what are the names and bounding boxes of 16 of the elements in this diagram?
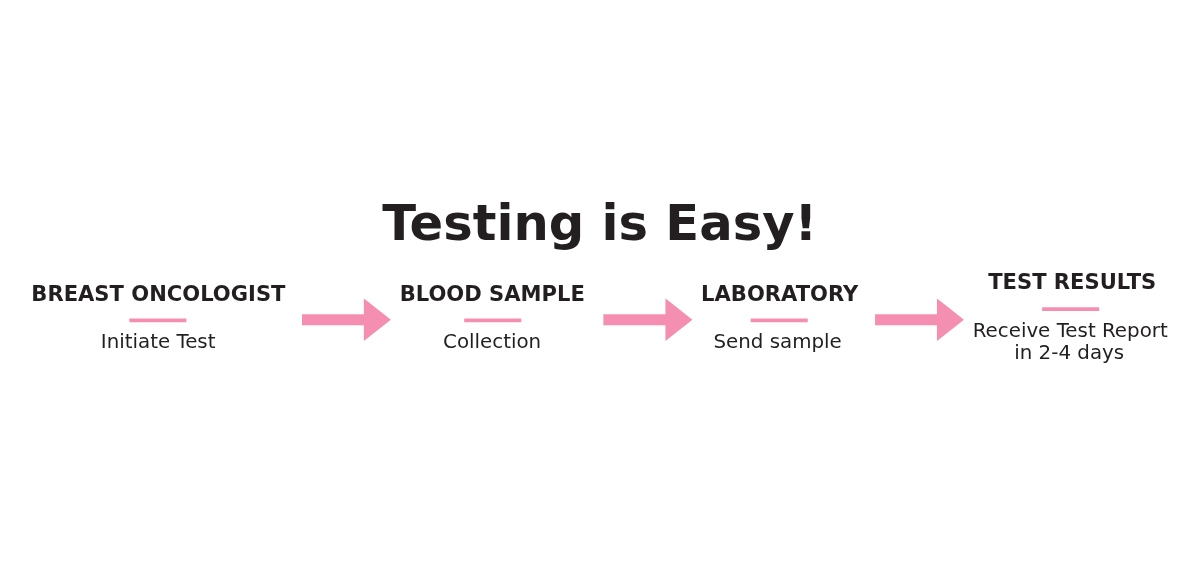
node-label: Receive Test Report in 2-4 days bbox=[972, 318, 1168, 365]
arrow bbox=[875, 298, 964, 341]
arrow bbox=[603, 298, 693, 341]
node-label: Send sample bbox=[713, 330, 842, 354]
diagram-title: Testing is Easy! bbox=[382, 194, 818, 253]
node-label: BLOOD SAMPLE bbox=[399, 280, 585, 306]
node-box bbox=[1042, 307, 1100, 312]
node-box bbox=[129, 318, 187, 323]
node-label: LABORATORY bbox=[701, 280, 859, 306]
node-label: Initiate Test bbox=[100, 330, 216, 354]
node-label: BREAST ONCOLOGIST bbox=[31, 280, 286, 306]
node-label: Collection bbox=[443, 330, 542, 354]
arrow bbox=[302, 298, 391, 341]
node-label: TEST RESULTS bbox=[988, 269, 1157, 295]
node-box bbox=[750, 318, 808, 323]
node-box bbox=[464, 318, 522, 323]
